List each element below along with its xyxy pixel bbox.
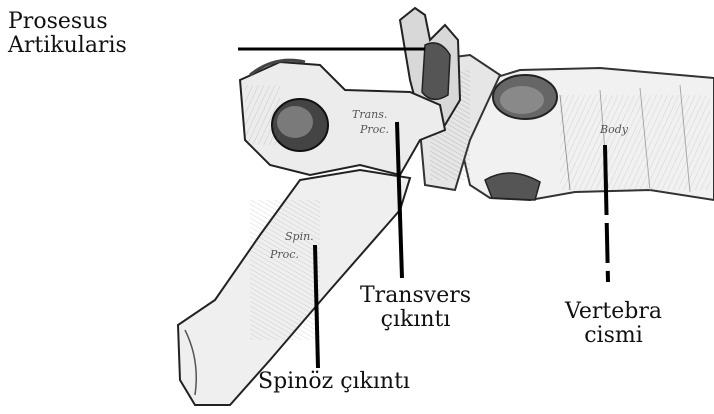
label-body-line-1: Vertebra [565, 300, 662, 324]
bone-label-body: Body [599, 123, 629, 136]
label-transverse-line-1: Transvers [360, 284, 471, 308]
label-vertebra-body: Vertebra cismi [565, 300, 662, 348]
label-transverse-process: Transvers çıkıntı [360, 284, 471, 332]
label-articular-line-2: Artikularis [8, 34, 127, 58]
label-articular-line-1: Prosesus [8, 10, 127, 34]
label-body-line-2: cismi [565, 324, 662, 348]
bone-label-trans-2: Proc. [359, 123, 389, 136]
bone-label-spin-2: Proc. [269, 248, 299, 261]
label-transverse-line-2: çıkıntı [360, 308, 471, 332]
label-articular-process: Prosesus Artikularis [8, 10, 127, 58]
bone-label-trans-1: Trans. [352, 108, 387, 121]
bone-label-spin-1: Spin. [285, 230, 314, 243]
label-spinous-process: Spinöz çıkıntı [258, 370, 410, 394]
